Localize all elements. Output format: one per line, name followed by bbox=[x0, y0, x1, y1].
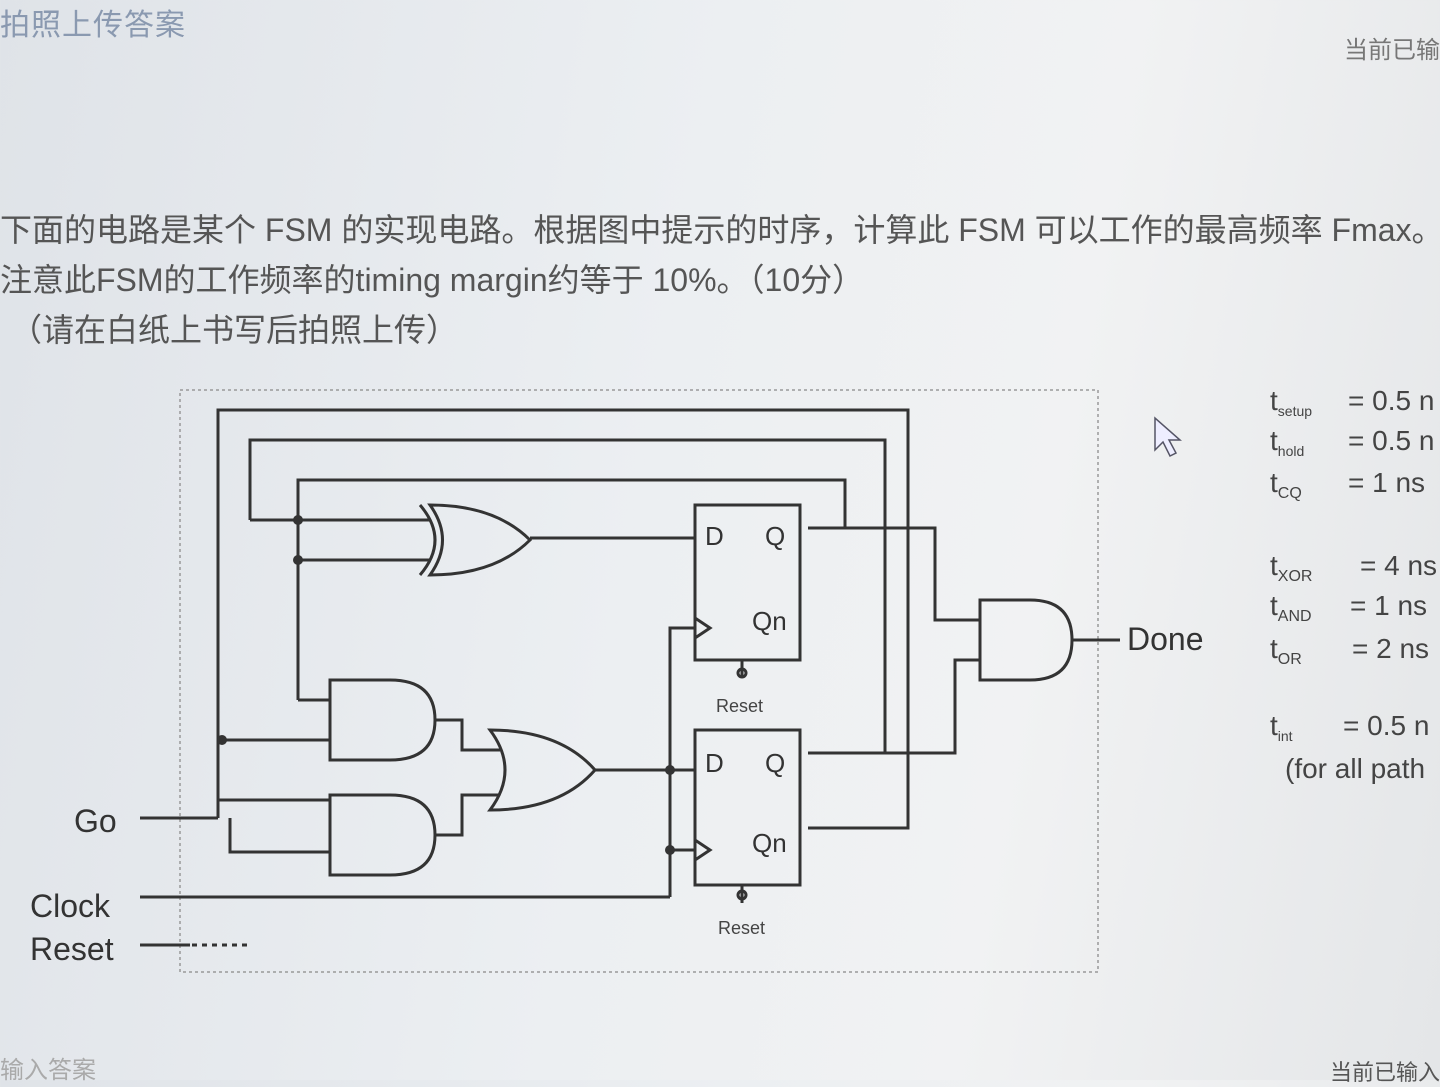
ff1-qn-label: Qn bbox=[752, 606, 787, 636]
wire-and1-out bbox=[435, 718, 500, 752]
ff1-reset-label: Reset bbox=[716, 696, 763, 716]
or-gate bbox=[487, 728, 597, 812]
timing-and: tAND = 1 ns bbox=[1270, 590, 1427, 625]
question-text: 下面的电路是某个 FSM 的实现电路。根据图中提示的时序，计算此 FSM 可以工… bbox=[0, 205, 1440, 355]
ff2-reset-bubble bbox=[736, 889, 748, 901]
junction-dot bbox=[293, 555, 303, 565]
and-gate-2 bbox=[328, 793, 437, 877]
input-status: 当前已输入 bbox=[1329, 1060, 1440, 1085]
xor-gate bbox=[427, 503, 533, 577]
cursor-icon bbox=[1154, 416, 1182, 458]
svg-text:= 2 ns: = 2 ns bbox=[1352, 633, 1429, 664]
svg-text:tint: tint bbox=[1270, 710, 1293, 744]
ff1-q-label: Q bbox=[765, 521, 785, 551]
svg-text:= 0.5 n: = 0.5 n bbox=[1348, 385, 1434, 416]
ff2-qn-label: Qn bbox=[752, 828, 787, 858]
ff2-q-label: Q bbox=[765, 748, 785, 778]
circuit-diagram: D Q Qn D Q Qn Reset Reset Go Clock Reset… bbox=[0, 360, 1440, 1000]
svg-text:tsetup: tsetup bbox=[1270, 385, 1312, 419]
svg-text:tXOR: tXOR bbox=[1270, 550, 1312, 585]
wire-and2-out bbox=[435, 793, 500, 837]
svg-text:= 0.5 n: = 0.5 n bbox=[1348, 425, 1434, 456]
go-label: Go bbox=[74, 803, 117, 839]
svg-text:tAND: tAND bbox=[1270, 590, 1312, 625]
svg-text:= 4 ns: = 4 ns bbox=[1360, 550, 1437, 581]
done-label: Done bbox=[1127, 621, 1204, 657]
ff1-d-label: D bbox=[705, 521, 724, 551]
svg-text:thold: thold bbox=[1270, 425, 1304, 459]
question-line-3: （请在白纸上书写后拍照上传） bbox=[10, 312, 459, 348]
junction-dot bbox=[665, 765, 675, 775]
wire-q2-loop bbox=[248, 438, 887, 755]
timing-note: (for all path bbox=[1285, 753, 1425, 784]
clock-label: Clock bbox=[30, 888, 111, 924]
timing-hold: thold = 0.5 n bbox=[1270, 425, 1434, 459]
wire-q1-done bbox=[808, 526, 980, 622]
wire-clock-ff1 bbox=[668, 626, 695, 897]
ff1-clock-triangle bbox=[694, 616, 713, 640]
timing-xor: tXOR = 4 ns bbox=[1270, 550, 1437, 585]
timing-cq: tCQ = 1 ns bbox=[1270, 467, 1425, 502]
svg-text:= 0.5 n: = 0.5 n bbox=[1343, 710, 1429, 741]
wire-q2-done-in bbox=[885, 658, 980, 755]
timing-setup: tsetup = 0.5 n bbox=[1270, 385, 1434, 419]
ff2-clock-triangle bbox=[694, 838, 713, 862]
junction-dot bbox=[665, 845, 675, 855]
ff2-d-label: D bbox=[705, 748, 724, 778]
question-line-1: 下面的电路是某个 FSM 的实现电路。根据图中提示的时序，计算此 FSM 可以工… bbox=[0, 212, 1440, 248]
timing-or: tOR = 2 ns bbox=[1270, 633, 1429, 668]
and-gate-done bbox=[978, 598, 1074, 682]
wire-qn2-loop bbox=[216, 408, 910, 830]
ff2-reset-label: Reset bbox=[718, 918, 765, 938]
junction-dot bbox=[293, 515, 303, 525]
ff1-reset-bubble bbox=[736, 667, 748, 679]
and-gate-1 bbox=[328, 678, 437, 762]
timing-int: tint = 0.5 n bbox=[1270, 710, 1429, 744]
svg-text:= 1 ns: = 1 ns bbox=[1350, 590, 1427, 621]
circuit-svg: D Q Qn D Q Qn Reset Reset Go Clock Reset… bbox=[30, 385, 1437, 973]
flipflop-2 bbox=[693, 728, 802, 887]
svg-text:tCQ: tCQ bbox=[1270, 467, 1302, 502]
circuit-boundary bbox=[179, 389, 1099, 973]
junction-dot bbox=[217, 735, 227, 745]
flipflop-1 bbox=[693, 503, 802, 662]
page-title: 拍照上传答案 bbox=[0, 9, 186, 42]
wire-and2-in2 bbox=[228, 818, 330, 854]
question-line-2: 注意此FSM的工作频率的timing margin约等于 10%。（10分） bbox=[0, 262, 865, 298]
svg-text:= 1 ns: = 1 ns bbox=[1348, 467, 1425, 498]
status-text: 当前已输 bbox=[1344, 37, 1440, 64]
svg-text:tOR: tOR bbox=[1270, 633, 1302, 668]
timing-table: tsetup = 0.5 n thold = 0.5 n tCQ = 1 ns tXO… bbox=[1270, 385, 1437, 784]
reset-label: Reset bbox=[30, 931, 114, 967]
xor-back-curve bbox=[418, 504, 437, 576]
